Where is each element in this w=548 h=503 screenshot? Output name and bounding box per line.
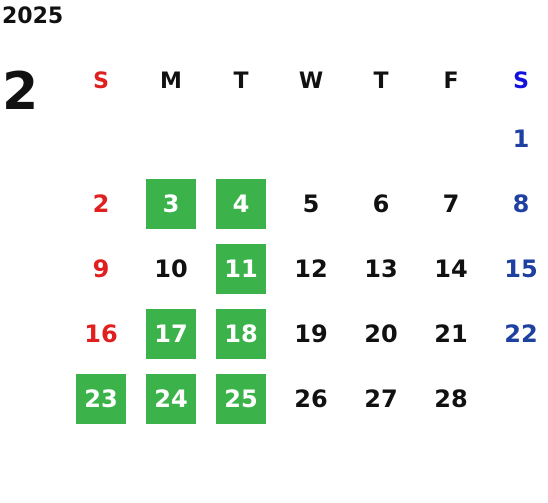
day-cell: 18 — [206, 301, 276, 366]
weekday-saturday: S — [513, 68, 529, 94]
highlighted-day: 17 — [146, 308, 196, 359]
day-cell: 2 — [66, 171, 136, 236]
highlighted-day: 11 — [216, 243, 266, 294]
day-number: 19 — [294, 319, 328, 348]
day-cell: 3 — [136, 171, 206, 236]
empty-day-cell — [276, 106, 346, 171]
day-cell: 28 — [416, 366, 486, 431]
day-cell: 25 — [206, 366, 276, 431]
highlighted-day: 24 — [146, 373, 196, 424]
weekday-friday: F — [443, 68, 459, 94]
weekday-tuesday: T — [233, 68, 249, 94]
day-cell: 13 — [346, 236, 416, 301]
empty-day-cell — [346, 106, 416, 171]
empty-day-cell — [416, 106, 486, 171]
day-cell: 21 — [416, 301, 486, 366]
day-cell: 17 — [136, 301, 206, 366]
day-number: 14 — [434, 254, 468, 283]
day-number: 6 — [372, 189, 390, 218]
day-number: 15 — [504, 254, 538, 283]
day-cell: 10 — [136, 236, 206, 301]
day-cell: 8 — [486, 171, 548, 236]
highlighted-day: 23 — [76, 373, 126, 424]
day-number: 7 — [442, 189, 460, 218]
day-number: 2 — [92, 189, 110, 218]
highlighted-day: 18 — [216, 308, 266, 359]
day-number: 20 — [364, 319, 398, 348]
day-cell: 23 — [66, 366, 136, 431]
empty-day-cell — [486, 366, 548, 431]
day-cell: 22 — [486, 301, 548, 366]
day-cell: 15 — [486, 236, 548, 301]
empty-day-cell — [206, 106, 276, 171]
highlighted-day: 4 — [216, 178, 266, 229]
empty-day-cell — [136, 106, 206, 171]
day-cell: 19 — [276, 301, 346, 366]
day-cell: 20 — [346, 301, 416, 366]
day-cell: 1 — [486, 106, 548, 171]
day-number: 22 — [504, 319, 538, 348]
day-number: 5 — [302, 189, 320, 218]
day-cell: 5 — [276, 171, 346, 236]
day-cell: 11 — [206, 236, 276, 301]
day-cell: 26 — [276, 366, 346, 431]
day-cell: 14 — [416, 236, 486, 301]
month-label: 2 — [2, 62, 39, 122]
highlighted-day: 25 — [216, 373, 266, 424]
day-number: 9 — [92, 254, 110, 283]
day-cell: 24 — [136, 366, 206, 431]
year-label: 2025 — [2, 4, 64, 29]
highlighted-day: 3 — [146, 178, 196, 229]
day-number: 16 — [84, 319, 118, 348]
weekday-wednesday: W — [298, 68, 324, 94]
day-number: 12 — [294, 254, 328, 283]
day-cell: 16 — [66, 301, 136, 366]
day-number: 1 — [512, 124, 530, 153]
empty-day-cell — [66, 106, 136, 171]
day-cell: 6 — [346, 171, 416, 236]
day-cell: 9 — [66, 236, 136, 301]
weekday-monday: M — [160, 68, 182, 94]
day-cell: 4 — [206, 171, 276, 236]
day-number: 28 — [434, 384, 468, 413]
weekday-sunday: S — [93, 68, 109, 94]
day-cell: 12 — [276, 236, 346, 301]
day-number: 13 — [364, 254, 398, 283]
day-number: 26 — [294, 384, 328, 413]
day-cell: 7 — [416, 171, 486, 236]
day-number: 27 — [364, 384, 398, 413]
day-number: 8 — [512, 189, 530, 218]
day-number: 21 — [434, 319, 468, 348]
weekday-thursday: T — [373, 68, 389, 94]
day-number: 10 — [154, 254, 188, 283]
day-cell: 27 — [346, 366, 416, 431]
